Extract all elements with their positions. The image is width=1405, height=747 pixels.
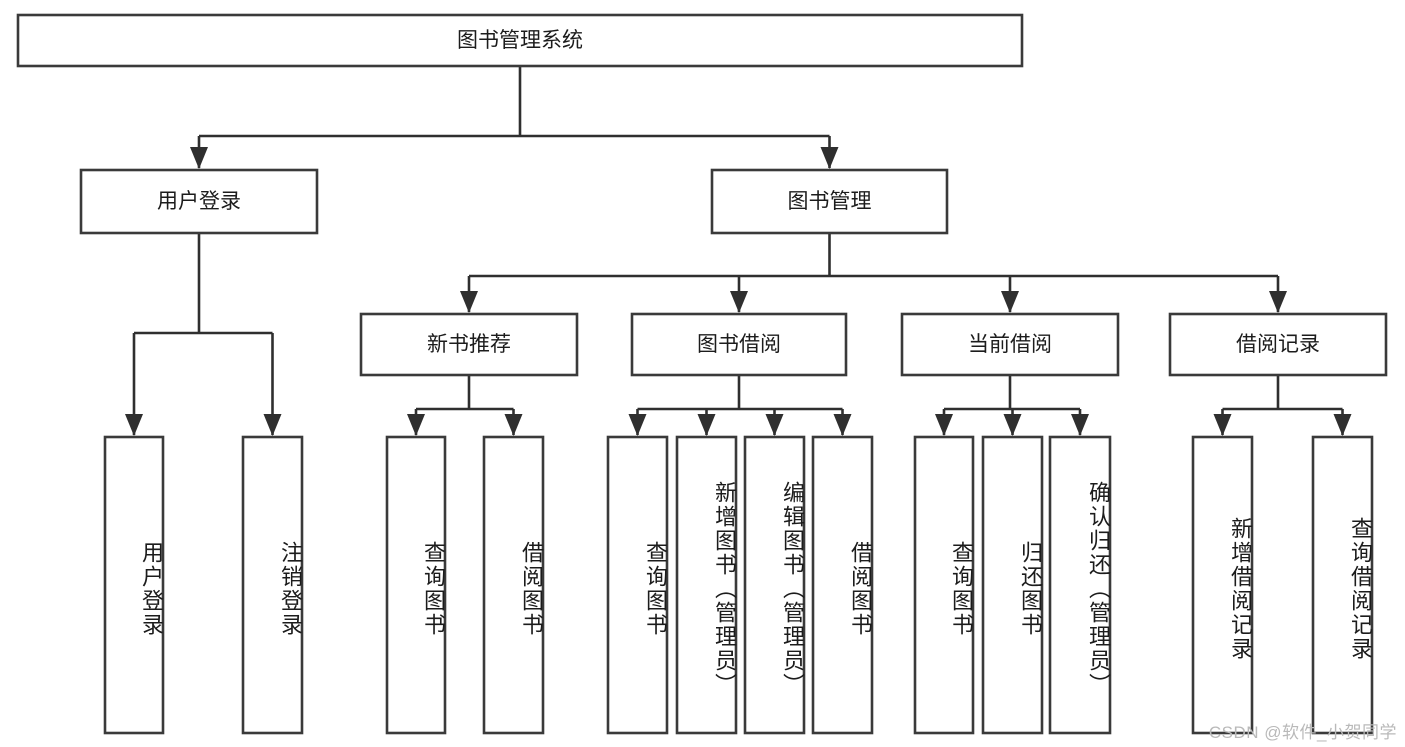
- arrow-head-book-borrow-2: [765, 414, 784, 436]
- arrow-head-user-login-1: [263, 414, 282, 436]
- arrow-head-current-borrow-0: [935, 414, 953, 436]
- arrow-head-level3-3: [1269, 291, 1287, 313]
- arrow-head-borrow-record-1: [1333, 414, 1352, 436]
- arrow-head-current-borrow-2: [1071, 414, 1089, 436]
- arrow-head-level3-0: [460, 291, 478, 313]
- node-box-leaf-user-login[interactable]: [103, 435, 165, 735]
- node-box-leaf-query-book-1[interactable]: [385, 435, 447, 735]
- node-box-leaf-add-book[interactable]: [675, 435, 738, 735]
- node-box-book-borrow[interactable]: [630, 312, 848, 377]
- node-box-leaf-query-book-3[interactable]: [913, 435, 975, 735]
- node-label-new-book-recommend: 新书推荐: [427, 333, 511, 356]
- node-box-leaf-query-record[interactable]: [1311, 435, 1374, 735]
- arrow-head-borrow-record-0: [1213, 414, 1232, 436]
- node-label-book-borrow: 图书借阅: [697, 333, 781, 356]
- node-label-book-manage: 图书管理: [788, 190, 872, 213]
- arrow-head-level2-0: [190, 147, 208, 169]
- node-label-root: 图书管理系统: [457, 29, 583, 52]
- arrow-head-book-borrow-1: [697, 414, 716, 436]
- arrow-head-level3-1: [730, 291, 748, 313]
- node-box-leaf-edit-book[interactable]: [743, 435, 806, 735]
- node-box-current-borrow[interactable]: [900, 312, 1120, 377]
- node-box-root[interactable]: [16, 13, 1024, 68]
- arrow-head-level2-1: [820, 147, 839, 169]
- node-box-user-login[interactable]: [79, 168, 319, 235]
- node-box-leaf-borrow-book-1[interactable]: [482, 435, 545, 735]
- arrow-head-new-book-recommend-0: [407, 414, 425, 436]
- arrow-head-new-book-recommend-1: [504, 414, 523, 436]
- node-box-new-book-recommend[interactable]: [359, 312, 579, 377]
- node-box-leaf-logout-login[interactable]: [241, 435, 304, 735]
- arrow-head-level3-2: [1001, 291, 1019, 313]
- node-box-leaf-return-book[interactable]: [981, 435, 1044, 735]
- arrow-head-book-borrow-3: [833, 414, 852, 436]
- node-label-borrow-record: 借阅记录: [1236, 333, 1320, 356]
- csdn-watermark: CSDN @软件_小贺同学: [1208, 723, 1397, 742]
- node-box-leaf-add-record[interactable]: [1191, 435, 1254, 735]
- node-box-leaf-borrow-book-2[interactable]: [811, 435, 874, 735]
- node-box-borrow-record[interactable]: [1168, 312, 1388, 377]
- arrow-head-book-borrow-0: [628, 414, 647, 436]
- arrow-head-current-borrow-1: [1003, 414, 1022, 436]
- node-box-book-manage[interactable]: [710, 168, 949, 235]
- boxes-layer: [16, 13, 1388, 735]
- arrow-head-user-login-0: [125, 414, 143, 436]
- node-box-leaf-query-book-2[interactable]: [606, 435, 669, 735]
- node-label-current-borrow: 当前借阅: [968, 333, 1052, 356]
- connectors-layer: [125, 66, 1352, 436]
- node-box-leaf-confirm-return[interactable]: [1048, 435, 1112, 735]
- node-label-user-login: 用户登录: [157, 190, 241, 213]
